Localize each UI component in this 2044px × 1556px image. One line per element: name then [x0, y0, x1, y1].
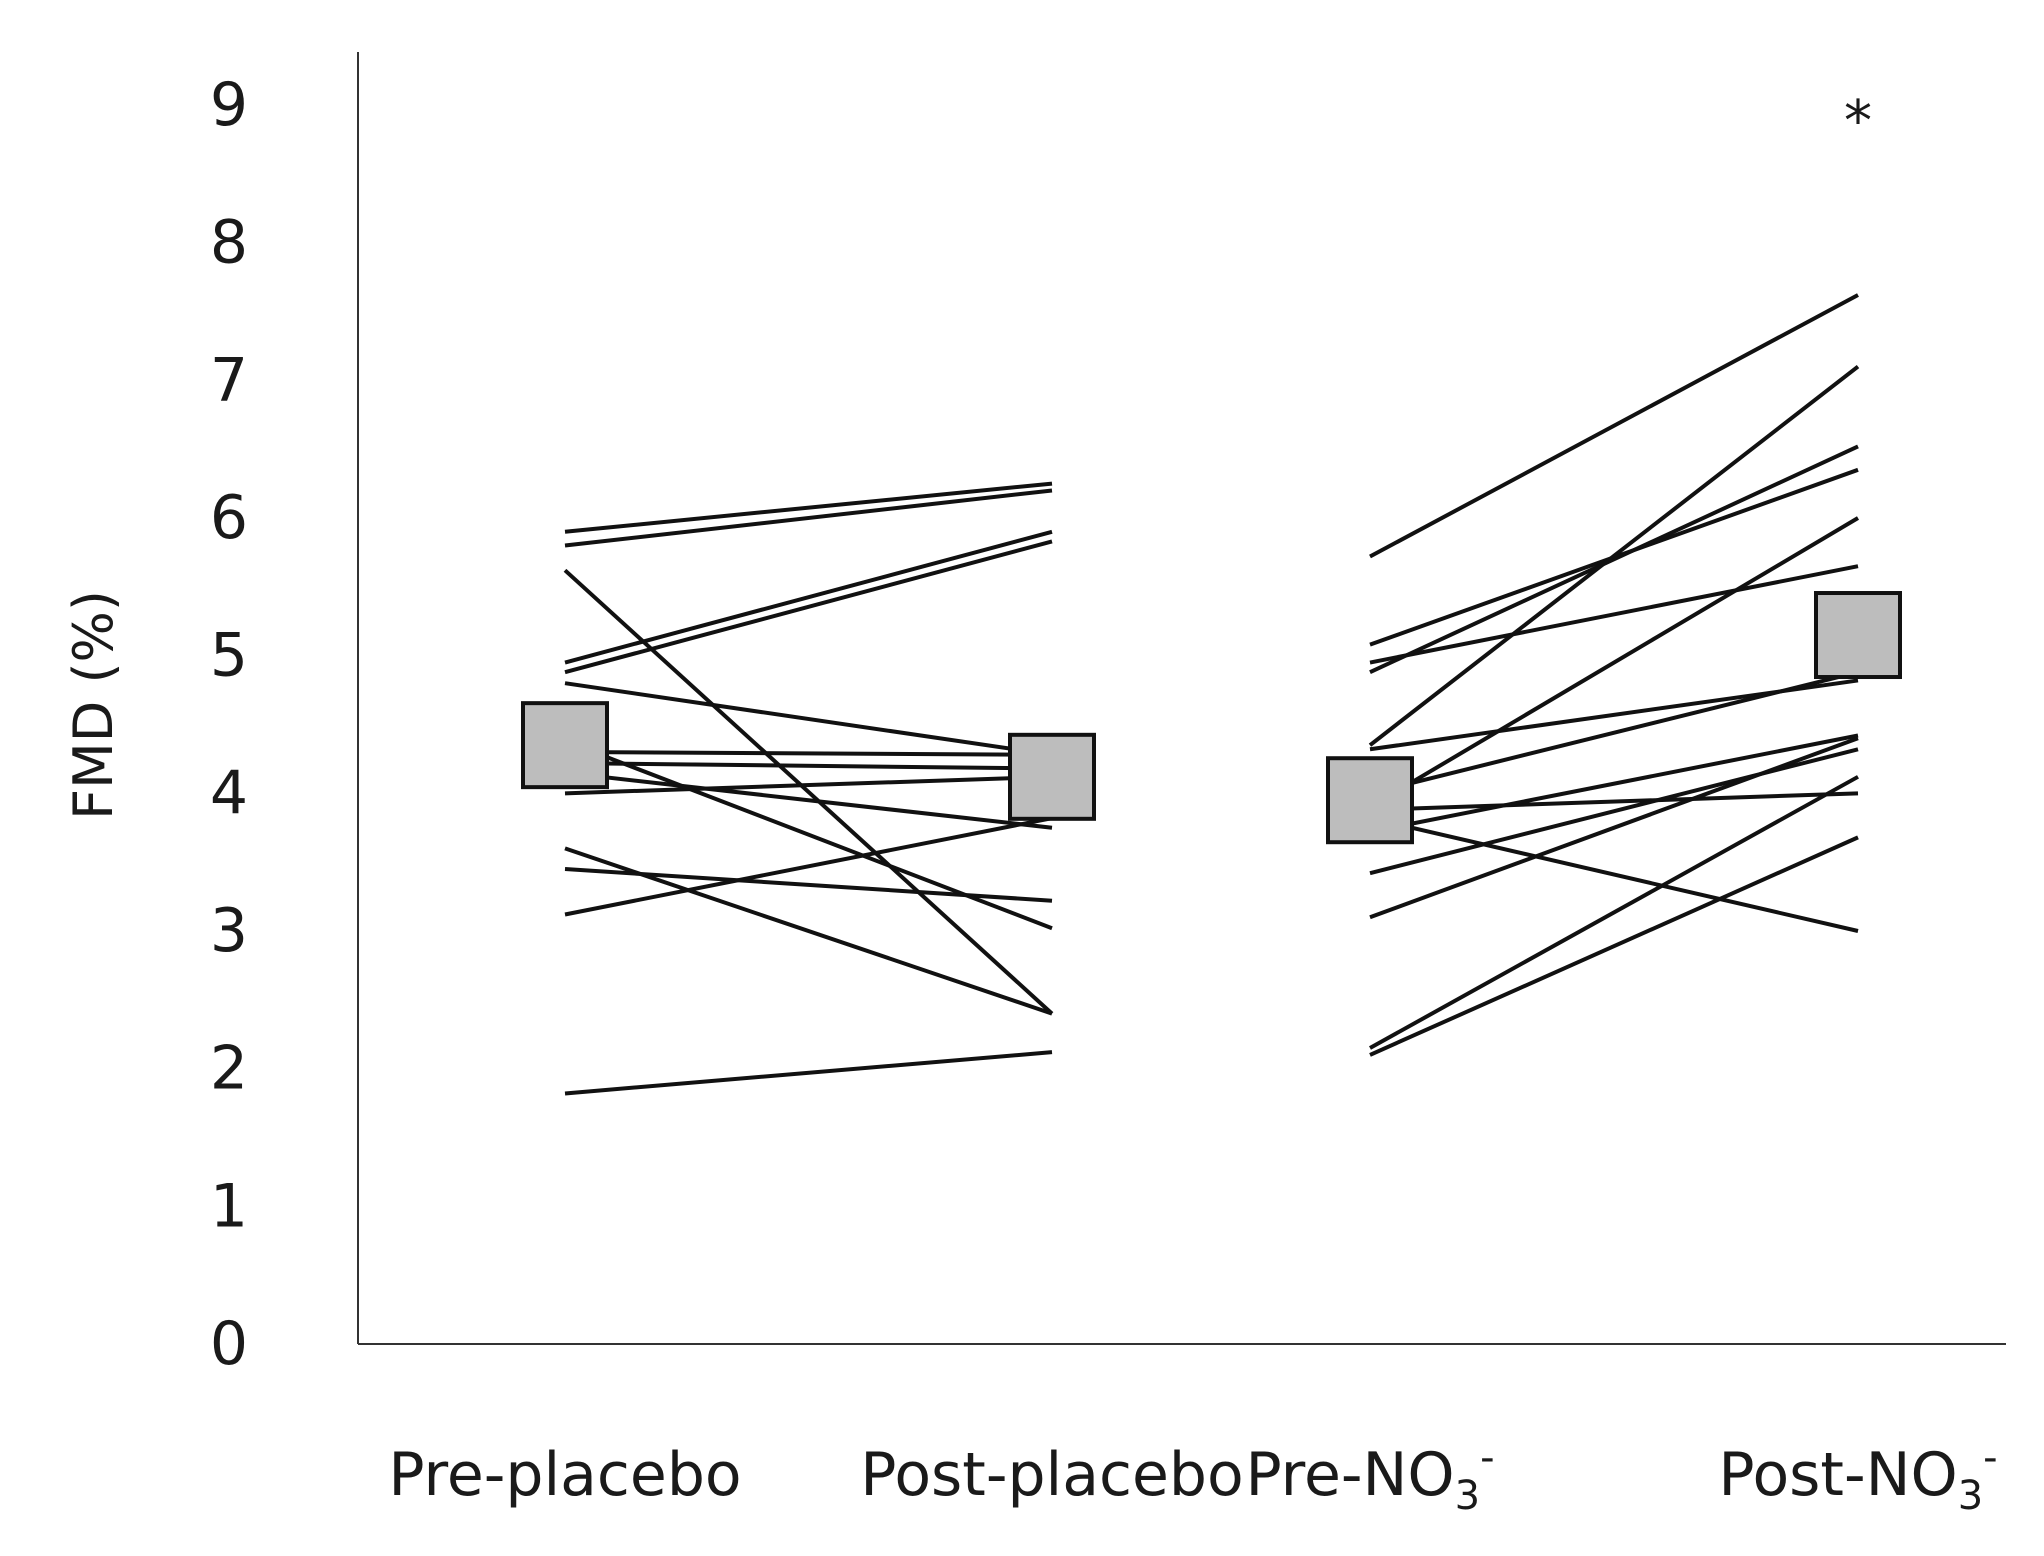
y-tick-label: 0	[210, 1309, 248, 1379]
subject-line	[563, 568, 1054, 1016]
subject-line	[564, 774, 1053, 796]
y-tick-label: 7	[210, 345, 248, 415]
subject-line	[1368, 364, 1860, 747]
subject-line	[564, 539, 1053, 675]
y-tick-label: 5	[210, 621, 248, 691]
subject-line	[564, 816, 1053, 917]
subject-line	[564, 750, 1053, 757]
y-tick-label: 2	[210, 1034, 248, 1104]
mean-marker	[1008, 732, 1096, 821]
y-tick-label: 1	[210, 1171, 248, 1241]
subject-line	[564, 529, 1053, 665]
x-category-label: Post-NO3-	[1718, 1435, 1997, 1519]
subject-line	[564, 481, 1053, 534]
y-axis-title: FMD (%)	[62, 590, 125, 820]
subject-line	[1368, 516, 1860, 809]
mean-marker	[521, 701, 609, 790]
y-tick-label: 9	[210, 70, 248, 140]
subject-line	[564, 681, 1053, 757]
subject-line	[564, 867, 1053, 903]
subject-line	[1369, 816, 1859, 933]
subject-line	[1369, 444, 1859, 675]
subject-line	[1369, 775, 1859, 1050]
subject-line	[1369, 791, 1859, 812]
subject-line	[1369, 293, 1859, 559]
subject-line	[1369, 747, 1859, 876]
subject-line	[1369, 835, 1859, 1057]
subject-line	[1369, 670, 1859, 796]
subject-line	[564, 488, 1053, 548]
y-tick-label: 4	[210, 758, 248, 828]
y-tick-label: 6	[210, 483, 248, 553]
subject-line	[564, 761, 1053, 771]
subject-line	[564, 770, 1053, 830]
subject-line	[564, 739, 1053, 931]
mean-marker	[1326, 756, 1414, 845]
y-tick-label: 8	[210, 208, 248, 278]
significance-asterisk: *	[1844, 89, 1872, 154]
x-category-label: Pre-placebo	[388, 1440, 741, 1510]
x-category-label: Pre-NO3-	[1245, 1435, 1494, 1519]
y-tick-label: 3	[210, 896, 248, 966]
subject-line	[1369, 736, 1859, 920]
x-category-label: Post-placebo	[860, 1440, 1243, 1510]
subject-line	[1369, 733, 1859, 834]
subject-line	[1369, 564, 1859, 665]
subject-line	[564, 1050, 1053, 1096]
mean-marker	[1814, 591, 1902, 680]
